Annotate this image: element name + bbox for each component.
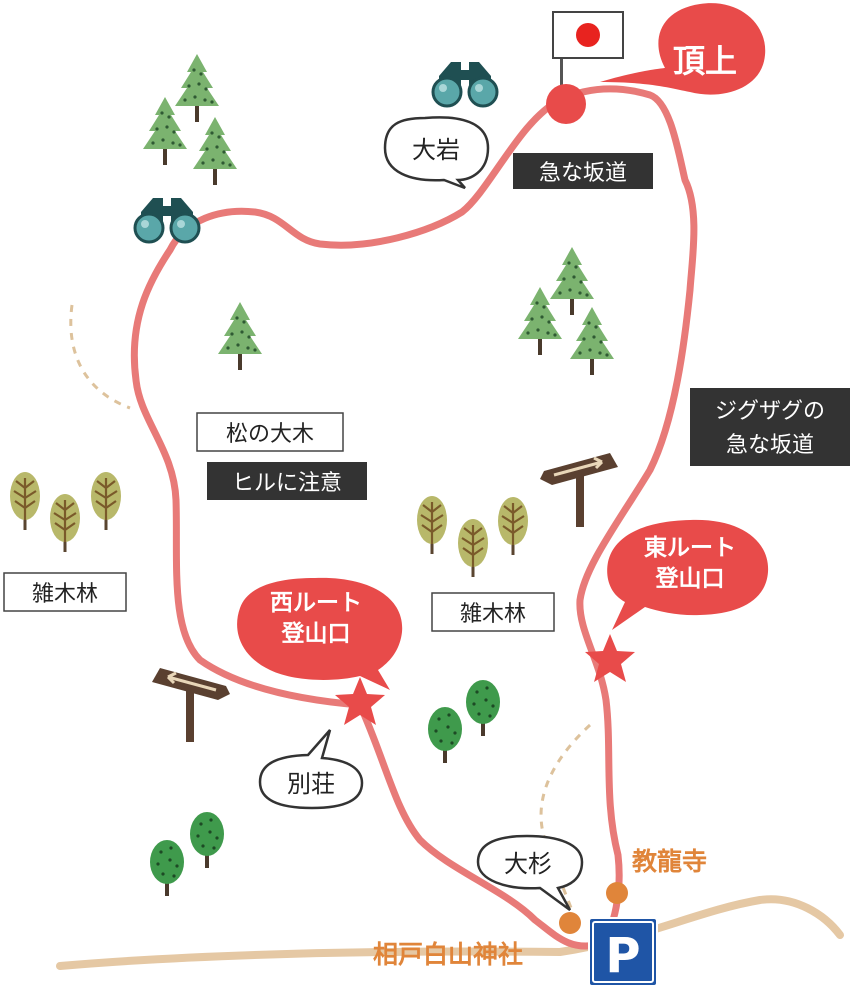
japanese-flag-icon bbox=[552, 11, 624, 100]
parking-icon: P bbox=[588, 917, 658, 987]
summit-label: 頂上 bbox=[673, 42, 737, 80]
hiking-route bbox=[130, 85, 698, 950]
east-trailhead-line1: 東ルート bbox=[644, 535, 736, 561]
temple-label: 教龍寺 bbox=[632, 847, 707, 876]
east-trailhead-bubble: 東ルート 登山口 bbox=[607, 519, 769, 630]
coppice-center-label: 雑木林 bbox=[460, 602, 526, 627]
summit-marker bbox=[546, 84, 586, 124]
coppice-left-label: 雑木林 bbox=[32, 582, 98, 607]
star-icon bbox=[585, 634, 635, 682]
west-trailhead-bubble: 西ルート 登山口 bbox=[237, 577, 403, 690]
big-rock-label: 大岩 bbox=[412, 136, 460, 164]
big-pine-box bbox=[196, 412, 344, 452]
shrine-label: 相戸白山神社 bbox=[373, 940, 523, 969]
east-trailhead-line2: 登山口 bbox=[655, 566, 725, 592]
coppice-left-box bbox=[3, 572, 127, 612]
zigzag-box bbox=[690, 388, 850, 466]
binoculars-icon bbox=[431, 60, 499, 108]
temple-marker bbox=[606, 882, 628, 904]
cedar-label: 大杉 bbox=[504, 850, 552, 878]
signpost-icon bbox=[538, 451, 620, 529]
parking-label: P bbox=[605, 928, 640, 984]
big-pine-label: 松の大木 bbox=[226, 422, 314, 447]
west-trailhead-line2: 登山口 bbox=[281, 621, 351, 647]
cedar-marker bbox=[559, 912, 581, 934]
zigzag-label-line2: 急な坂道 bbox=[726, 433, 814, 458]
signpost-icon bbox=[150, 666, 232, 744]
leech-warning-label: ヒルに注意 bbox=[232, 471, 342, 496]
zigzag-label-line1: ジグザグの bbox=[715, 399, 825, 424]
west-trailhead-line1: 西ルート bbox=[270, 590, 362, 616]
star-icon bbox=[335, 677, 385, 725]
big-rock-bubble: 大岩 bbox=[383, 116, 490, 190]
leech-warning-box bbox=[207, 462, 367, 500]
villa-label: 別荘 bbox=[287, 770, 335, 798]
steep-slope-box bbox=[513, 153, 653, 189]
dashed-side-path-left bbox=[69, 304, 131, 410]
road bbox=[56, 895, 844, 970]
summit-bubble: 頂上 bbox=[600, 3, 766, 95]
steep-slope-label: 急な坂道 bbox=[539, 161, 627, 186]
cedar-bubble: 大杉 bbox=[476, 834, 584, 912]
binoculars-icon bbox=[133, 196, 201, 244]
villa-bubble: 別荘 bbox=[258, 729, 364, 810]
coppice-center-box bbox=[431, 592, 555, 632]
